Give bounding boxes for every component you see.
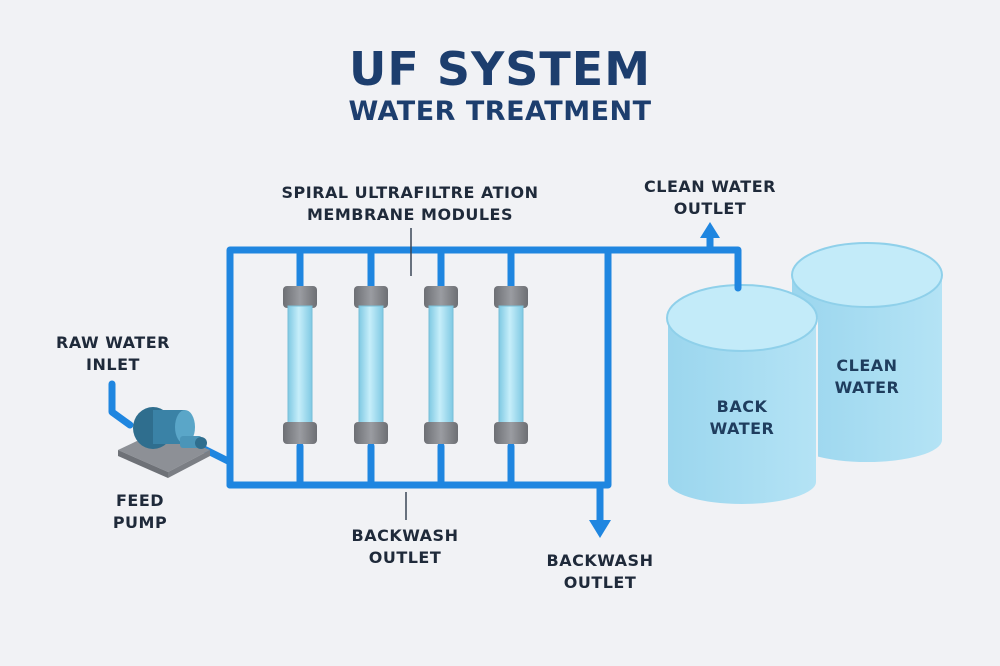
back-water-tank-label: BACK WATER bbox=[709, 397, 775, 438]
feed-pump-icon bbox=[118, 407, 210, 478]
clean-water-tank bbox=[791, 242, 943, 462]
page-subtitle: WATER TREATMENT bbox=[348, 96, 652, 127]
page-title: UF SYSTEM bbox=[349, 42, 651, 96]
membrane-modules-label: SPIRAL ULTRAFILTRE ATION MEMBRANE MODULE… bbox=[281, 183, 539, 224]
clean-water-outlet-arrow bbox=[700, 222, 720, 238]
top-header-pipe bbox=[226, 246, 742, 489]
membrane-module-2 bbox=[354, 286, 388, 444]
membrane-module-1 bbox=[283, 286, 317, 444]
bottom-header-pipe bbox=[226, 248, 612, 489]
membrane-module-4 bbox=[494, 286, 528, 444]
backwash-outlet-center-label: BACKWASH OUTLET bbox=[351, 526, 459, 567]
back-water-tank bbox=[666, 284, 818, 506]
feed-pump-label: FEED PUMP bbox=[112, 491, 168, 532]
membrane-module-3 bbox=[424, 286, 458, 444]
clean-water-tank-label: CLEAN WATER bbox=[834, 356, 900, 397]
pipe-network bbox=[108, 234, 742, 526]
clean-water-outlet-label: CLEAN WATER OUTLET bbox=[644, 177, 776, 218]
backwash-outlet-right-label: BACKWASH OUTLET bbox=[546, 551, 654, 592]
raw-water-inlet-label: RAW WATER INLET bbox=[56, 333, 170, 374]
raw-inlet-pipe bbox=[108, 380, 134, 429]
backwash-outlet-arrow bbox=[589, 520, 611, 538]
